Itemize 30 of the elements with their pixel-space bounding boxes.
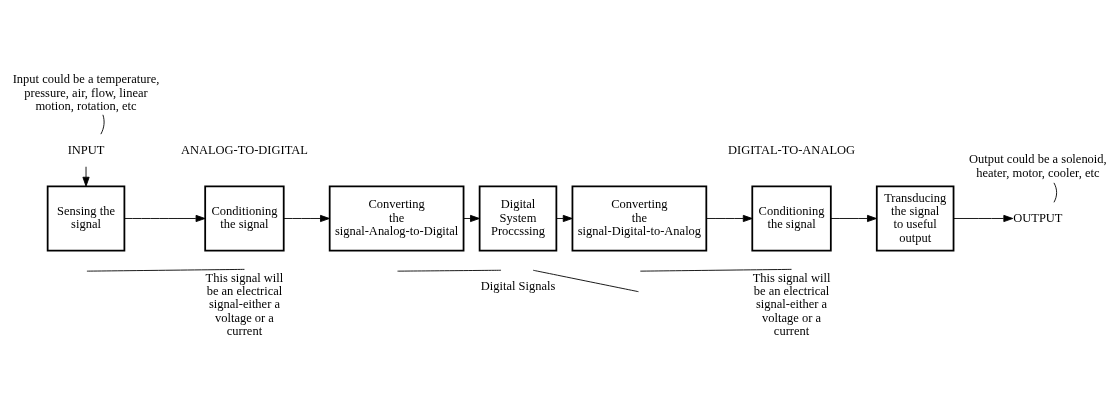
node-box: Converting the signal-Digital-to-Analog bbox=[571, 184, 708, 252]
node-text: Output could be a solenoid, heater, motor, cooler, etc bbox=[969, 151, 1107, 180]
node-box: Transducing the signal to useful output bbox=[875, 184, 955, 252]
node-text: Input could be a temperature, pressure, air, flow, linear motion, rotation, etc bbox=[12, 71, 160, 113]
connector bbox=[532, 269, 639, 292]
node-box: Sensing the signal bbox=[46, 184, 126, 252]
node-text: This signal will be an electrical signal-either a voltage or a current bbox=[752, 270, 831, 338]
arrow bbox=[953, 214, 1014, 222]
node-text: This signal will be an electrical signal-either a voltage or a current bbox=[205, 270, 284, 338]
node-text: Digital Signals bbox=[480, 278, 556, 293]
arrow bbox=[124, 214, 206, 222]
node-text: INPUT bbox=[67, 142, 105, 157]
connector bbox=[639, 268, 792, 272]
arrow bbox=[463, 214, 480, 222]
label: DIGITAL-TO-ANALOG bbox=[728, 142, 856, 157]
arrow bbox=[706, 214, 753, 222]
node-text: OUTPUT bbox=[1013, 210, 1063, 225]
node-box: Conditioning the signal bbox=[751, 184, 832, 252]
connector bbox=[100, 113, 105, 135]
arrow bbox=[283, 214, 330, 222]
arrow bbox=[82, 165, 90, 187]
node-box: Converting the signal-Analog-to-Digital bbox=[328, 184, 465, 252]
node-box: Conditioning the signal bbox=[204, 184, 285, 252]
arrow bbox=[830, 214, 877, 222]
connector bbox=[1053, 181, 1058, 203]
arrow bbox=[555, 214, 573, 222]
node-box: Digital System Proccssing bbox=[478, 184, 558, 252]
connector bbox=[397, 269, 502, 272]
label: ANALOG-TO-DIGITAL bbox=[180, 142, 308, 157]
connector bbox=[86, 268, 245, 272]
